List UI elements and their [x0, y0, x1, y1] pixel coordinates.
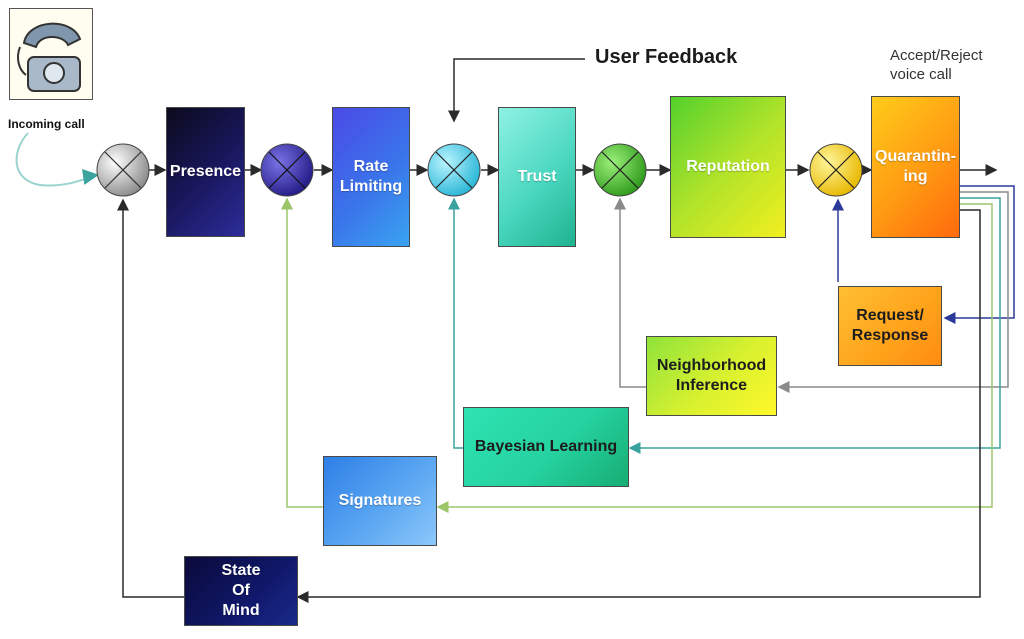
signatures-block: Signatures: [323, 456, 437, 546]
junction-trust: [593, 143, 647, 197]
state-of-mind-label: State Of Mind: [221, 562, 261, 619]
state-of-mind-block: State Of Mind: [184, 556, 298, 626]
trust-label: Trust: [517, 168, 557, 185]
telephone-icon: [9, 8, 93, 100]
request-response-label: Request/ Response: [851, 307, 929, 344]
junction-input: [96, 143, 150, 197]
trust-block: Trust: [498, 107, 576, 247]
incoming-call-label: Incoming call: [8, 117, 85, 131]
rate-limiting-block: Rate Limiting: [332, 107, 410, 247]
output-label: Accept/Reject voice call: [890, 47, 983, 83]
bayesian-learning-label: Bayesian Learning: [474, 438, 618, 455]
rate-limiting-label: Rate Limiting: [339, 158, 403, 195]
junction-rate-limiting: [427, 143, 481, 197]
junction-presence: [260, 143, 314, 197]
signatures-label: Signatures: [338, 492, 422, 509]
quarantining-block: Quarantin- ing: [871, 96, 960, 238]
neighborhood-inference-label: Neighborhood Inference: [656, 357, 767, 394]
bayesian-learning-block: Bayesian Learning: [463, 407, 629, 487]
neighborhood-inference-block: Neighborhood Inference: [646, 336, 777, 416]
reputation-label: Reputation: [686, 158, 770, 175]
incoming-arrow: [15, 132, 99, 187]
reputation-block: Reputation: [670, 96, 786, 238]
presence-block: Presence: [166, 107, 245, 237]
presence-label: Presence: [169, 163, 242, 180]
quarantining-label: Quarantin- ing: [875, 148, 956, 185]
request-response-block: Request/ Response: [838, 286, 942, 366]
junction-reputation: [809, 143, 863, 197]
user-feedback-label: User Feedback: [595, 46, 738, 68]
